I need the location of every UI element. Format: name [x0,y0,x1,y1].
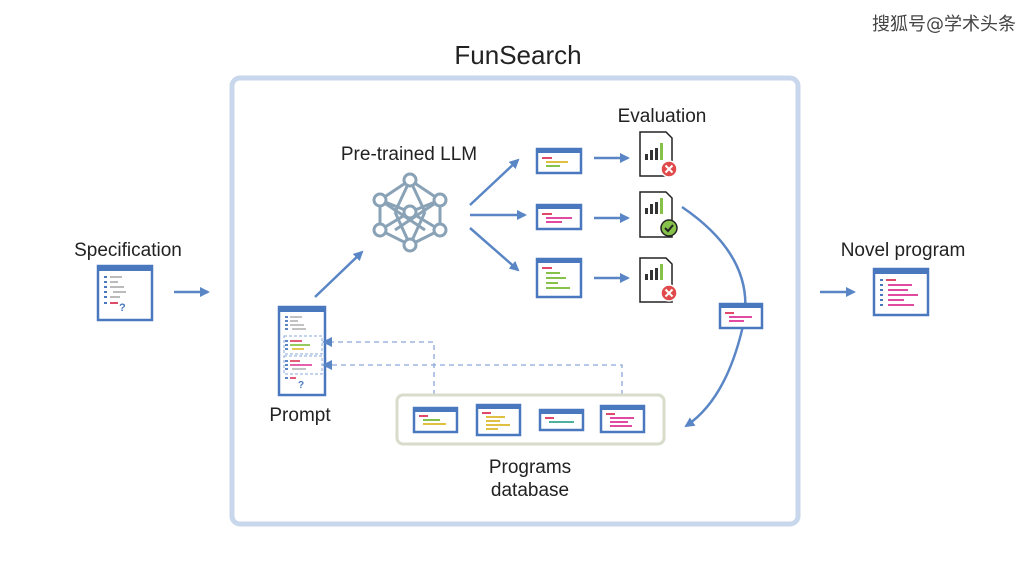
funsearch-frame [229,75,801,527]
db-program-1 [412,406,459,434]
chart-fail-icon-2 [639,257,678,303]
pretrained-llm-label: Pre-trained LLM [340,144,478,165]
prompt-to-llm-arrow [314,250,364,298]
llm-output-arrow-1 [469,158,520,206]
db-program-3 [538,408,585,432]
generated-program-3 [535,257,583,299]
programs-database-label-line2: database [490,480,570,501]
chart-fail-icon [639,131,678,178]
db-program-2 [475,403,522,437]
prompt-label: Prompt [269,405,331,426]
programs-database-box [395,393,666,446]
neural-network-icon [372,172,448,253]
prompt-doc [277,305,327,397]
prompt-question-mark: ? [298,380,305,391]
evaluation-label: Evaluation [617,106,707,127]
llm-output-arrow-3 [469,227,520,272]
novel-program-label: Novel program [840,240,966,261]
specification-doc [96,264,154,322]
programs-database-label-line1: Programs [488,457,572,478]
specification-question-mark: ? [119,302,126,314]
db-to-prompt-link-2 [322,360,623,404]
feedback-curve [681,205,747,428]
specification-label: Specification [74,240,182,261]
db-to-prompt-link-1 [322,337,435,404]
diagram-title: FunSearch [454,40,582,70]
chart-pass-icon [639,191,678,238]
selected-program [718,302,764,330]
novel-program-doc [872,267,930,317]
generated-program-2 [535,203,583,231]
watermark: 搜狐号@学术头条 [872,14,1016,35]
db-program-4 [599,404,646,434]
generated-program-1 [535,147,583,175]
